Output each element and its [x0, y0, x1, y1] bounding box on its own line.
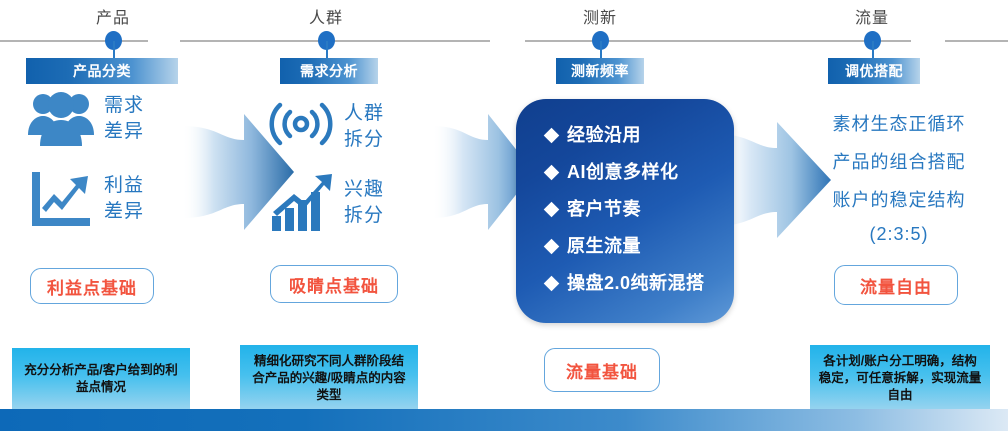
icon-label-demand-difference: 需求 差异: [104, 93, 144, 145]
testing-panel-item[interactable]: 客户节奏: [543, 199, 734, 219]
diamond-bullet-icon: [543, 201, 560, 217]
testing-panel-item[interactable]: 经验沿用: [543, 125, 734, 145]
outcome-line-3: 账户的稳定结构: [832, 190, 966, 210]
outcome-line-2: 产品的组合搭配: [832, 152, 966, 172]
icon-row-interest-split: 兴趣 拆分: [268, 172, 384, 234]
signal-broadcast-icon: [268, 96, 334, 158]
pill-traffic-freedom[interactable]: 流量自由: [834, 265, 958, 305]
stage-tag-3[interactable]: 测新频率: [556, 58, 644, 84]
info-box-traffic: 各计划/账户分工明确，结构稳定，可任意拆解，实现流量自由: [810, 345, 990, 411]
timeline-dot-3[interactable]: [592, 31, 609, 50]
column-testing: 经验沿用 AI创意多样化 客户节奏 原生流量 操盘2.0纯新混搭: [440, 0, 760, 431]
testing-item-label: 经验沿用: [567, 125, 641, 145]
icon-row-benefit-difference: 利益 差异: [28, 168, 144, 230]
icon-label-line1: 需求: [104, 95, 145, 116]
icon-label-line2: 拆分: [344, 129, 385, 150]
line-chart-arrow-icon: [28, 168, 94, 230]
stage-tag-4[interactable]: 调优搭配: [828, 58, 920, 84]
icon-label-line1: 利益: [104, 175, 145, 196]
info-box-audience: 精细化研究不同人群阶段结合产品的兴趣/吸睛点的内容类型: [240, 345, 418, 411]
testing-panel-item[interactable]: AI创意多样化: [543, 162, 734, 182]
info-box-product: 充分分析产品/客户给到的利益点情况: [12, 348, 190, 410]
column-product: 需求 差异 利益 差异 利益点基础 充分分析产品/客户给到的利益点情况: [0, 0, 250, 431]
testing-panel: 经验沿用 AI创意多样化 客户节奏 原生流量 操盘2.0纯新混搭: [516, 99, 734, 323]
timeline-stem-4: [872, 41, 874, 60]
icon-label-line1: 兴趣: [344, 179, 385, 200]
icon-label-line2: 差异: [104, 201, 145, 222]
phase-title-3: 测新: [582, 10, 617, 27]
people-group-icon: [28, 88, 94, 150]
flow-arrow-1: [182, 114, 294, 230]
flow-arrow-2: [432, 114, 534, 230]
pill-benefit-basis[interactable]: 利益点基础: [30, 268, 154, 304]
diamond-bullet-icon: [543, 238, 560, 254]
testing-panel-list: 经验沿用 AI创意多样化 客户节奏 原生流量 操盘2.0纯新混搭: [543, 125, 734, 293]
flow-arrow-3: [715, 122, 831, 238]
timeline-segment-1: [0, 40, 148, 42]
timeline-segment-4: [945, 40, 1008, 42]
testing-item-label: 操盘2.0纯新混搭: [567, 273, 705, 293]
icon-row-audience-split: 人群 拆分: [268, 96, 384, 158]
phase-title-4: 流量: [854, 10, 889, 27]
timeline-segment-3: [525, 40, 911, 42]
timeline-stem-1: [113, 41, 115, 60]
icon-label-line2: 拆分: [344, 205, 385, 226]
column-audience: 人群 拆分 兴趣 拆分 吸睛点: [240, 0, 440, 431]
outcome-line-4: (2:3:5): [869, 224, 929, 244]
testing-item-label: 原生流量: [567, 236, 641, 256]
bar-chart-growth-icon: [268, 172, 334, 234]
outcome-line-1: 素材生态正循环: [832, 114, 966, 134]
timeline-stem-2: [326, 41, 328, 60]
phase-title-1: 产品: [95, 10, 130, 27]
testing-panel-item[interactable]: 操盘2.0纯新混搭: [543, 273, 734, 293]
icon-label-interest-split: 兴趣 拆分: [344, 177, 384, 229]
timeline-dot-1[interactable]: [105, 31, 122, 50]
phase-title-2: 人群: [308, 10, 343, 27]
icon-label-line2: 差异: [104, 121, 145, 142]
icon-label-audience-split: 人群 拆分: [344, 101, 384, 153]
pill-eyecatch-basis[interactable]: 吸睛点基础: [270, 265, 398, 303]
timeline-stem-3: [600, 41, 602, 60]
timeline-dot-4[interactable]: [864, 31, 881, 50]
timeline-segment-2: [180, 40, 490, 42]
pill-traffic-basis[interactable]: 流量基础: [544, 348, 660, 392]
diamond-bullet-icon: [543, 164, 560, 180]
stage-tag-2[interactable]: 需求分析: [280, 58, 378, 84]
timeline-dot-2[interactable]: [318, 31, 335, 50]
testing-item-label: 客户节奏: [567, 199, 641, 219]
testing-item-label: AI创意多样化: [567, 162, 679, 182]
icon-row-demand-difference: 需求 差异: [28, 88, 144, 150]
stage-tag-1[interactable]: 产品分类: [26, 58, 178, 84]
diamond-bullet-icon: [543, 127, 560, 143]
icon-label-benefit-difference: 利益 差异: [104, 173, 144, 225]
icon-label-line1: 人群: [344, 103, 385, 124]
bottom-accent-bar: [0, 409, 1008, 431]
diamond-bullet-icon: [543, 275, 560, 291]
testing-panel-item[interactable]: 原生流量: [543, 236, 734, 256]
column-traffic: 素材生态正循环 产品的组合搭配 账户的稳定结构 (2:3:5) 流量自由 各计划…: [790, 0, 1008, 431]
